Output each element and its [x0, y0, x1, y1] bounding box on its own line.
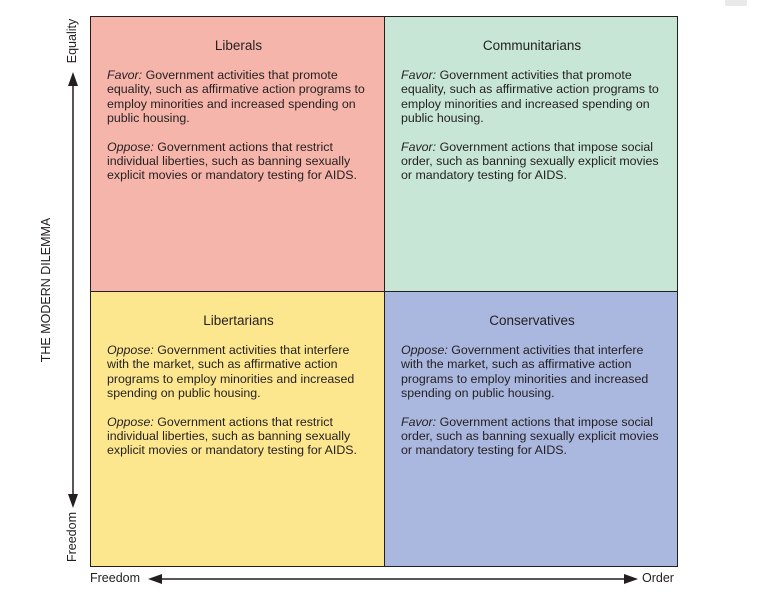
quadrant-title: Liberals: [214, 38, 263, 53]
stance-text: Government activities that promote equal…: [401, 68, 659, 125]
stance-text: Government activities that interfere wit…: [401, 343, 649, 400]
quadrant-title: Communitarians: [482, 38, 582, 53]
arrow-left-icon: [148, 574, 162, 584]
quadrant-paragraph: Favor: Government actions that impose so…: [401, 140, 663, 183]
quadrant-paragraph: Favor: Government actions that impose so…: [401, 415, 663, 458]
quadrant-paragraph: Favor: Government activities that promot…: [401, 68, 663, 125]
stance-keyword: Favor:: [107, 68, 143, 83]
stance-text: Government activities that promote equal…: [107, 68, 365, 125]
stance-text: Government actions that impose social or…: [401, 140, 659, 183]
toolbar-icons[interactable]: [725, 0, 747, 6]
stance-text: Government actions that restrict individ…: [107, 140, 357, 183]
stance-keyword: Oppose:: [107, 343, 154, 358]
quadrant-communitarians: Communitarians Favor: Government activit…: [385, 17, 677, 292]
quadrant-liberals: Liberals Favor: Government activities th…: [91, 17, 385, 292]
quadrant-conservatives: Conservatives Oppose: Government activit…: [385, 292, 677, 566]
arrow-right-icon: [624, 574, 638, 584]
stance-text: Government actions that impose social or…: [401, 415, 659, 458]
arrow-down-icon: [68, 494, 78, 508]
axis-label-equality: Equality: [65, 18, 79, 64]
ideology-quadrant-grid: Liberals Favor: Government activities th…: [90, 16, 678, 567]
quadrant-libertarians: Libertarians Oppose: Government activiti…: [91, 292, 385, 566]
quadrant-paragraph: Oppose: Government actions that restrict…: [107, 140, 370, 183]
quadrant-paragraph: Favor: Government activities that promot…: [107, 68, 370, 125]
axis-label-freedom-horizontal: Freedom: [90, 571, 141, 585]
quadrant-paragraph: Oppose: Government actions that restrict…: [107, 415, 370, 458]
stance-keyword: Favor:: [401, 140, 437, 155]
quadrant-paragraph: Oppose: Government activities that inter…: [401, 343, 663, 400]
stance-keyword: Favor:: [401, 415, 437, 430]
stance-text: Government activities that interfere wit…: [107, 343, 355, 400]
quadrant-paragraph: Oppose: Government activities that inter…: [107, 343, 370, 400]
arrow-up-icon: [68, 72, 78, 86]
axis-label-freedom-vertical: Freedom: [65, 511, 79, 563]
stance-keyword: Oppose:: [107, 140, 154, 155]
stance-text: Government actions that restrict individ…: [107, 415, 357, 458]
stance-keyword: Oppose:: [401, 343, 448, 358]
modern-dilemma-label: THE MODERN DILEMMA: [39, 217, 53, 363]
quadrant-title: Libertarians: [203, 313, 274, 328]
stance-keyword: Oppose:: [107, 415, 154, 430]
quadrant-title: Conservatives: [489, 313, 575, 328]
stance-keyword: Favor:: [401, 68, 437, 83]
axis-label-order: Order: [642, 571, 674, 585]
